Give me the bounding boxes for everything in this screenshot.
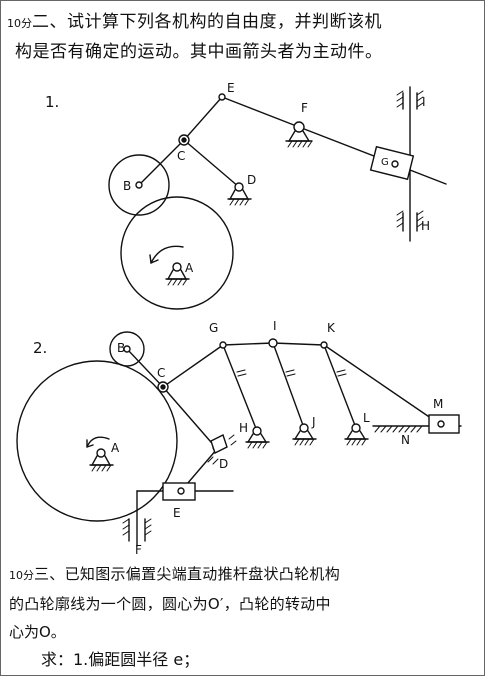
label-c-2: C bbox=[157, 366, 166, 380]
link-bc bbox=[138, 139, 185, 186]
problem2-points: 10分 bbox=[7, 17, 32, 30]
link-gh bbox=[222, 344, 258, 432]
label-k-2: K bbox=[327, 321, 335, 335]
pivot-a-2 bbox=[96, 448, 106, 458]
label-j-2: J bbox=[312, 415, 316, 429]
slider-d bbox=[210, 434, 228, 454]
label-d: D bbox=[247, 173, 257, 187]
label-f-2: F bbox=[135, 543, 142, 557]
problem3-line1: 10分三、已知图示偏置尖端直动推杆盘状凸轮机构 bbox=[9, 563, 340, 584]
parallel-mark-ij bbox=[285, 369, 296, 377]
label-b: B bbox=[123, 179, 132, 193]
joint-k-2 bbox=[320, 341, 328, 349]
problem3-line3: 心为O。 bbox=[9, 623, 66, 641]
label-b-2: B bbox=[117, 341, 126, 355]
label-n-2: N bbox=[401, 433, 410, 447]
label-a-2: A bbox=[111, 441, 120, 455]
joint-b-2 bbox=[123, 345, 131, 353]
link-cg bbox=[162, 344, 224, 388]
link-fg bbox=[298, 126, 447, 185]
label-h: H bbox=[421, 219, 431, 233]
label-i-2: I bbox=[273, 319, 277, 333]
problem2-heading: 10分二、试计算下列各机构的自由度，并判断该机 bbox=[7, 7, 382, 32]
joint-g-2 bbox=[219, 341, 227, 349]
guide-h-hatch bbox=[396, 210, 424, 228]
figure2-number: 2. bbox=[33, 339, 48, 357]
label-f: F bbox=[301, 101, 308, 115]
wheel-a-2 bbox=[16, 360, 178, 522]
arrowhead-icon bbox=[149, 254, 159, 264]
link-kl bbox=[323, 344, 357, 429]
label-c: C bbox=[177, 149, 186, 163]
wheel-a bbox=[120, 196, 234, 310]
label-m-2: M bbox=[433, 397, 444, 411]
guide-i-hatch bbox=[396, 90, 424, 108]
label-l-2: L bbox=[363, 411, 370, 425]
label-g-2: G bbox=[209, 321, 219, 335]
figure1-number: 1. bbox=[45, 93, 60, 111]
problem2-heading-line2: 构是否有确定的运动。其中画箭头者为主动件。 bbox=[15, 42, 383, 62]
roller-b bbox=[109, 331, 145, 367]
parallel-mark-kl bbox=[336, 369, 347, 377]
rotation-arrow-icon bbox=[150, 245, 184, 264]
label-a: A bbox=[185, 261, 194, 275]
parallel-mark-gh bbox=[236, 369, 247, 377]
link-ij bbox=[272, 342, 305, 429]
problem2-heading-text: 二、试计算下列各机构的自由度，并判断该机 bbox=[32, 12, 382, 32]
label-h-2: H bbox=[239, 421, 249, 435]
problem3-points: 10分 bbox=[9, 569, 34, 582]
joint-m bbox=[437, 420, 445, 428]
label-g: G bbox=[381, 157, 389, 168]
rotation-arrow-icon-2 bbox=[86, 436, 110, 448]
joint-g bbox=[391, 160, 399, 168]
link-bc-2 bbox=[126, 348, 164, 388]
problem3-text-line1: 三、已知图示偏置尖端直动推杆盘状凸轮机构 bbox=[34, 565, 341, 583]
joint-e-2 bbox=[177, 487, 185, 495]
link-cd-2 bbox=[162, 386, 218, 450]
pivot-h-2 bbox=[252, 426, 262, 436]
link-ik bbox=[272, 342, 325, 346]
link-ef bbox=[221, 96, 300, 128]
pivot-f bbox=[293, 121, 305, 133]
joint-e bbox=[218, 93, 226, 101]
pivot-d bbox=[234, 182, 244, 192]
pivot-l-2 bbox=[351, 423, 361, 433]
link-cd bbox=[183, 139, 240, 188]
label-e: E bbox=[227, 81, 235, 95]
joint-b bbox=[135, 181, 143, 189]
link-gi bbox=[222, 342, 274, 346]
link-ce bbox=[183, 96, 223, 141]
crank-disc-b bbox=[108, 154, 170, 216]
pivot-j-2 bbox=[299, 423, 309, 433]
problem3-line2: 的凸轮廓线为一个圆，圆心为O′，凸轮的转动中 bbox=[9, 595, 331, 613]
label-e-2: E bbox=[173, 506, 181, 520]
label-i: I bbox=[422, 95, 426, 109]
guide-f-hatch bbox=[122, 518, 152, 536]
label-d-2: D bbox=[219, 457, 229, 471]
joint-i-2 bbox=[268, 338, 278, 348]
pivot-a bbox=[172, 262, 182, 272]
link-km bbox=[323, 344, 442, 426]
problem3-ask: 求：1.偏距圆半径 e； bbox=[41, 650, 200, 669]
